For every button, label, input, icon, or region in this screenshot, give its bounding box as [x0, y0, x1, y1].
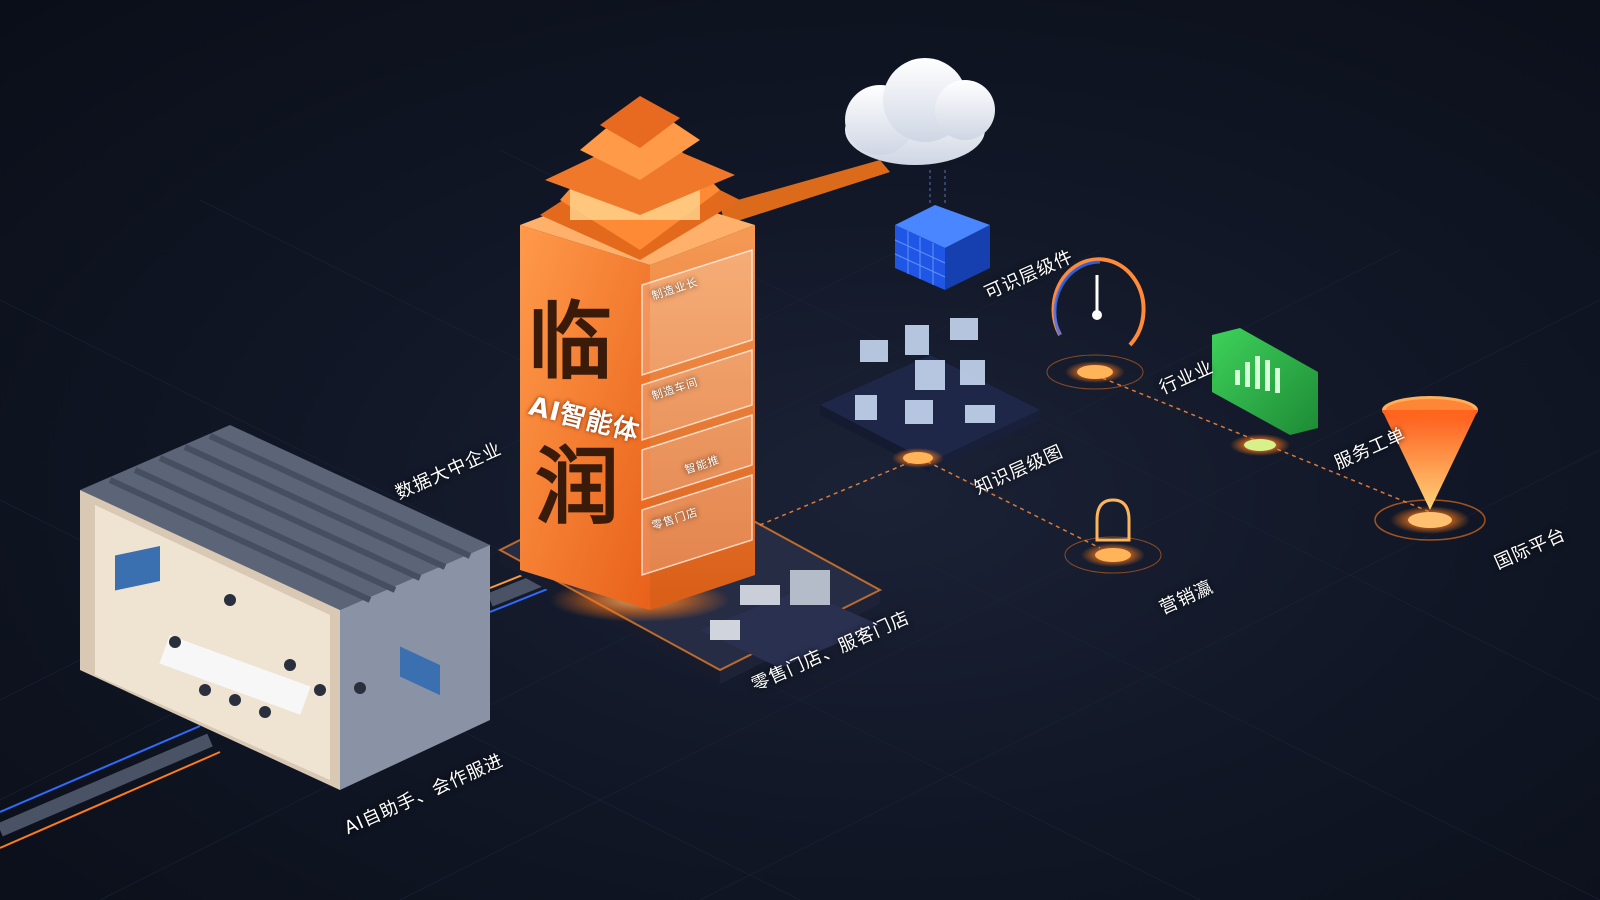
cloud-link-beam: [720, 160, 890, 225]
knowledge-platform: [820, 318, 1040, 472]
gauge-icon: [1051, 257, 1146, 347]
cube-icon: [894, 170, 990, 290]
funnel-icon: [1382, 396, 1478, 510]
cloud-icon: [845, 58, 995, 165]
bar-chart-icon: [1212, 328, 1318, 435]
bell-icon: [1095, 498, 1131, 542]
meeting-room: [80, 425, 490, 790]
tower-calligraphy-2: 润: [535, 437, 620, 536]
retail-store: [700, 570, 880, 668]
glow-nodes: [892, 354, 1486, 574]
pagoda-icon: [540, 96, 740, 260]
tower: [520, 185, 755, 610]
tower-panels: [641, 248, 753, 577]
tower-calligraphy-1: 临: [528, 292, 613, 391]
connection-lines: [759, 374, 1431, 549]
